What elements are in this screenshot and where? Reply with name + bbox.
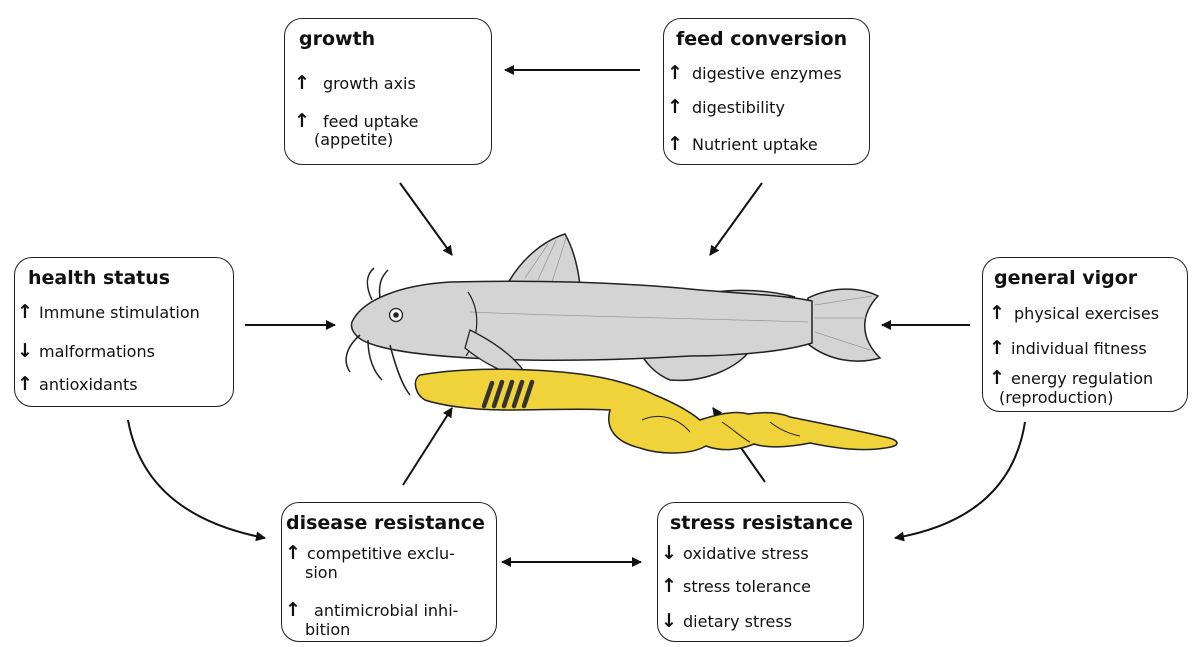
dorsal-fin [508,234,580,285]
feed-conversion-item: ↑ digestibility [667,97,785,118]
up-arrow-icon: ↑ [667,62,683,84]
growth-item: ↑ feed uptake [294,111,419,132]
general-vigor-box: general vigor ↑ physical exercises ↑ ind… [982,257,1188,412]
up-arrow-icon: ↑ [989,337,1005,359]
up-arrow-icon: ↑ [17,301,33,323]
gut [415,369,897,453]
up-arrow-icon: ↑ [989,367,1005,389]
general-vigor-title: general vigor [994,267,1137,289]
disease-resistance-item: ↑ competitive exclu- [285,543,455,564]
up-arrow-icon: ↑ [294,110,310,132]
caudal-fin [808,289,880,361]
growth-box: growth ↑ growth axis ↑ feed uptake (appe… [284,18,492,165]
general-vigor-item: ↑ physical exercises [989,303,1159,324]
stress-resistance-item: ↓ oxidative stress [661,543,809,564]
up-arrow-icon: ↑ [667,133,683,155]
growth-title: growth [299,28,375,50]
up-arrow-icon: ↑ [17,373,33,395]
feed-conversion-title: feed conversion [676,28,847,50]
up-arrow-icon: ↑ [294,72,310,94]
health-status-item: ↑ Immune stimulation [17,302,200,323]
stress-resistance-item: ↓ dietary stress [661,611,792,632]
disease-resistance-title: disease resistance [286,512,485,534]
stress-resistance-item: ↑ stress tolerance [661,576,811,597]
growth-item: (appetite) [314,130,393,150]
feed-conversion-item: ↑ digestive enzymes [667,63,842,84]
up-arrow-icon: ↑ [285,542,301,564]
down-arrow-icon: ↓ [661,542,677,564]
disease-resistance-item: sion [305,563,338,583]
health-status-title: health status [28,267,170,289]
general-vigor-item: ↑ individual fitness [989,338,1147,359]
up-arrow-icon: ↑ [661,575,677,597]
general-vigor-item: ↑ energy regulation [989,368,1153,389]
disease-resistance-box: disease resistance ↑ competitive exclu- … [281,502,497,642]
up-arrow-icon: ↑ [667,96,683,118]
health-status-item: ↑ antioxidants [17,374,138,395]
up-arrow-icon: ↑ [285,599,301,621]
down-arrow-icon: ↓ [661,610,677,632]
fish-body [351,281,812,360]
stress-resistance-box: stress resistance ↓ oxidative stress ↑ s… [657,502,864,642]
health-status-box: health status ↑ Immune stimulation ↓ mal… [14,257,234,407]
up-arrow-icon: ↑ [989,302,1005,324]
health-status-item: ↓ malformations [17,341,155,362]
stress-resistance-title: stress resistance [670,512,853,534]
growth-item: ↑ growth axis [294,73,416,94]
disease-resistance-item: ↑ antimicrobial inhi- [285,600,458,621]
feed-conversion-item: ↑ Nutrient uptake [667,134,818,155]
disease-resistance-item: bition [305,620,350,640]
general-vigor-item: (reproduction) [999,388,1113,408]
feed-conversion-box: feed conversion ↑ digestive enzymes ↑ di… [663,18,870,165]
down-arrow-icon: ↓ [17,340,33,362]
